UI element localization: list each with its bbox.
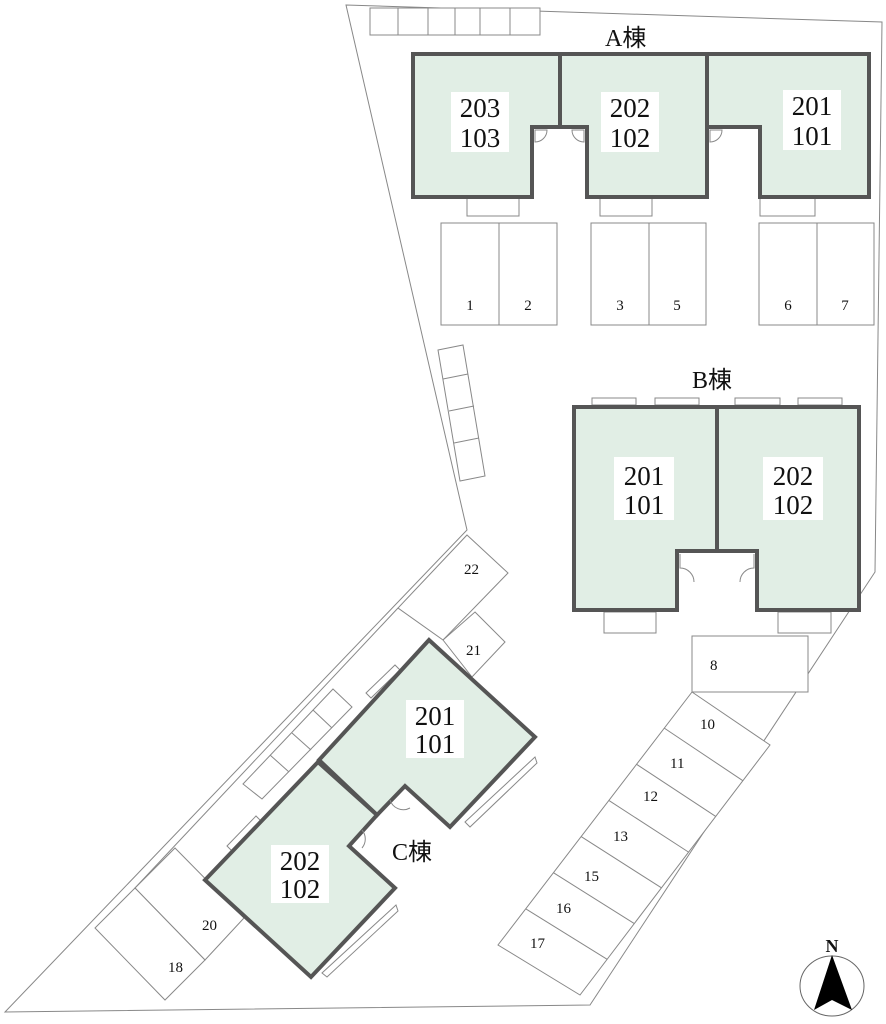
balcony: [759, 196, 816, 217]
building-a: A棟 203 103 202 102 201 101: [411, 25, 871, 217]
unit-upper-label: 201: [415, 701, 456, 731]
door-icon: [739, 554, 755, 583]
balcony: [603, 611, 657, 634]
parking-divider: [664, 727, 744, 782]
door-icon: [389, 799, 411, 811]
site-boundary: [3, 4, 883, 1013]
door-icon: [679, 554, 695, 583]
door-icon: [534, 129, 548, 143]
parking-number: 6: [784, 298, 792, 314]
parking-number: 7: [841, 298, 849, 314]
unit-lower-label: 102: [280, 874, 321, 904]
building-b-label: B棟: [692, 367, 732, 394]
unit-lower-label: 102: [610, 123, 651, 153]
unit-lower-label: 101: [792, 121, 833, 151]
unit-upper-label: 201: [624, 461, 665, 491]
parking-divider: [636, 763, 716, 817]
parking-number: 13: [613, 829, 628, 845]
parking-number: 18: [168, 960, 183, 976]
parking-number: 16: [556, 901, 572, 917]
unit-upper-label: 202: [773, 461, 814, 491]
parking-space[interactable]: [648, 222, 707, 326]
balcony: [599, 196, 653, 217]
parking-c-side: 22 21 20 18: [94, 534, 509, 1001]
parking-number: 2: [524, 298, 532, 314]
parking-space-8[interactable]: [691, 635, 809, 693]
door-icon: [709, 129, 723, 143]
unit-lower-label: 102: [773, 490, 814, 520]
unit-upper-label: 202: [280, 846, 321, 876]
parking-space[interactable]: [440, 222, 500, 326]
parking-number: 20: [202, 918, 217, 934]
parking-space[interactable]: [758, 222, 818, 326]
parking-number: 21: [466, 643, 481, 659]
parking-number: 3: [616, 298, 624, 314]
parking-number: 11: [670, 756, 684, 772]
parking-number: 15: [584, 869, 599, 885]
parking-number: 1: [466, 298, 474, 314]
unit-upper-label: 203: [460, 93, 501, 123]
parking-diagonal-row: 10 11 12 13 15 16 17: [497, 691, 771, 996]
parking-space[interactable]: [590, 222, 650, 326]
parking-number: 22: [464, 562, 479, 578]
parking-space[interactable]: [816, 222, 875, 326]
balcony: [466, 196, 520, 217]
door-icon: [571, 129, 585, 143]
parking-space[interactable]: [397, 534, 509, 641]
parking-divider: [553, 872, 635, 924]
building-a-label: A棟: [605, 25, 646, 52]
unit-lower-label: 103: [460, 123, 501, 153]
parking-divider: [580, 836, 662, 889]
building-b: B棟 201 101 202 102: [572, 367, 861, 634]
parking-number: 12: [643, 789, 658, 805]
balcony: [777, 611, 832, 634]
parking-number: 8: [710, 658, 718, 674]
parking-number: 5: [673, 298, 681, 314]
parking-number: 17: [530, 936, 546, 952]
parking-space[interactable]: [498, 222, 558, 326]
building-c-label: C棟: [392, 839, 432, 866]
parking-a-row: 1 2 3 5 6 7: [440, 222, 875, 326]
parking-divider: [608, 800, 689, 853]
unit-upper-label: 201: [792, 91, 833, 121]
parking-divider: [525, 908, 608, 960]
unit-lower-label: 101: [415, 729, 456, 759]
unit-lower-label: 101: [624, 490, 665, 520]
site-inner-line: [134, 607, 399, 889]
storage-row-top: [369, 7, 541, 36]
building-c: 201 101 202 102 C棟: [202, 637, 538, 980]
compass-label: N: [826, 936, 839, 956]
door-icon: [361, 829, 366, 849]
parking-space[interactable]: [94, 887, 206, 1001]
unit-upper-label: 202: [610, 93, 651, 123]
parking-number: 10: [700, 717, 715, 733]
north-arrow-icon: N: [799, 936, 865, 1017]
storage-column-left: [437, 344, 486, 482]
